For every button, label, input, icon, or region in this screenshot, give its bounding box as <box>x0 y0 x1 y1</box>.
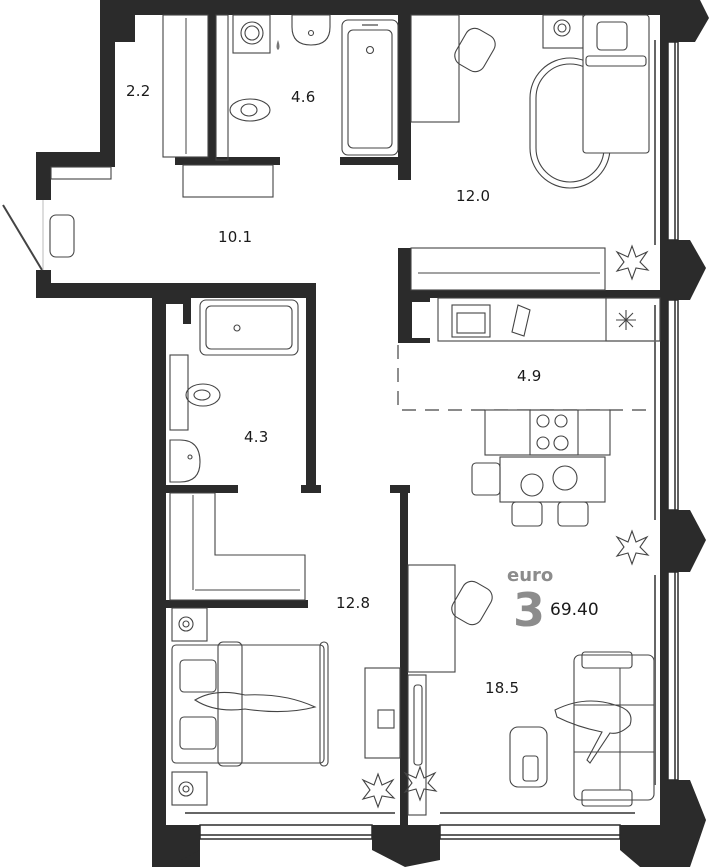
brand-label: euro <box>507 565 554 586</box>
room-area-storage: 2.2 <box>126 82 151 100</box>
room-area-living-room: 18.5 <box>485 679 520 697</box>
living-room-furniture <box>403 305 656 816</box>
entrance-door-icon <box>2 166 112 271</box>
room-area-bedroom-1: 12.0 <box>456 187 491 205</box>
wardrobe-icon <box>162 14 274 198</box>
room-area-hallway: 10.1 <box>218 228 253 246</box>
room-area-bathroom-1: 4.6 <box>291 88 316 106</box>
room-area-kitchen: 4.9 <box>517 367 542 385</box>
rooms-count: 3 <box>513 583 546 637</box>
bedroom-1-furniture <box>410 14 656 291</box>
walls <box>36 0 709 867</box>
windows <box>199 41 679 840</box>
room-area-bathroom-2: 4.3 <box>244 428 269 446</box>
room-area-bedroom-2: 12.8 <box>336 594 371 612</box>
bedroom-2-furniture <box>171 607 401 814</box>
bathroom-1-fixtures <box>215 14 399 161</box>
bathroom-2-fixtures <box>169 299 306 601</box>
total-area: 69.40 <box>550 600 599 620</box>
kitchen-furniture <box>397 297 661 527</box>
